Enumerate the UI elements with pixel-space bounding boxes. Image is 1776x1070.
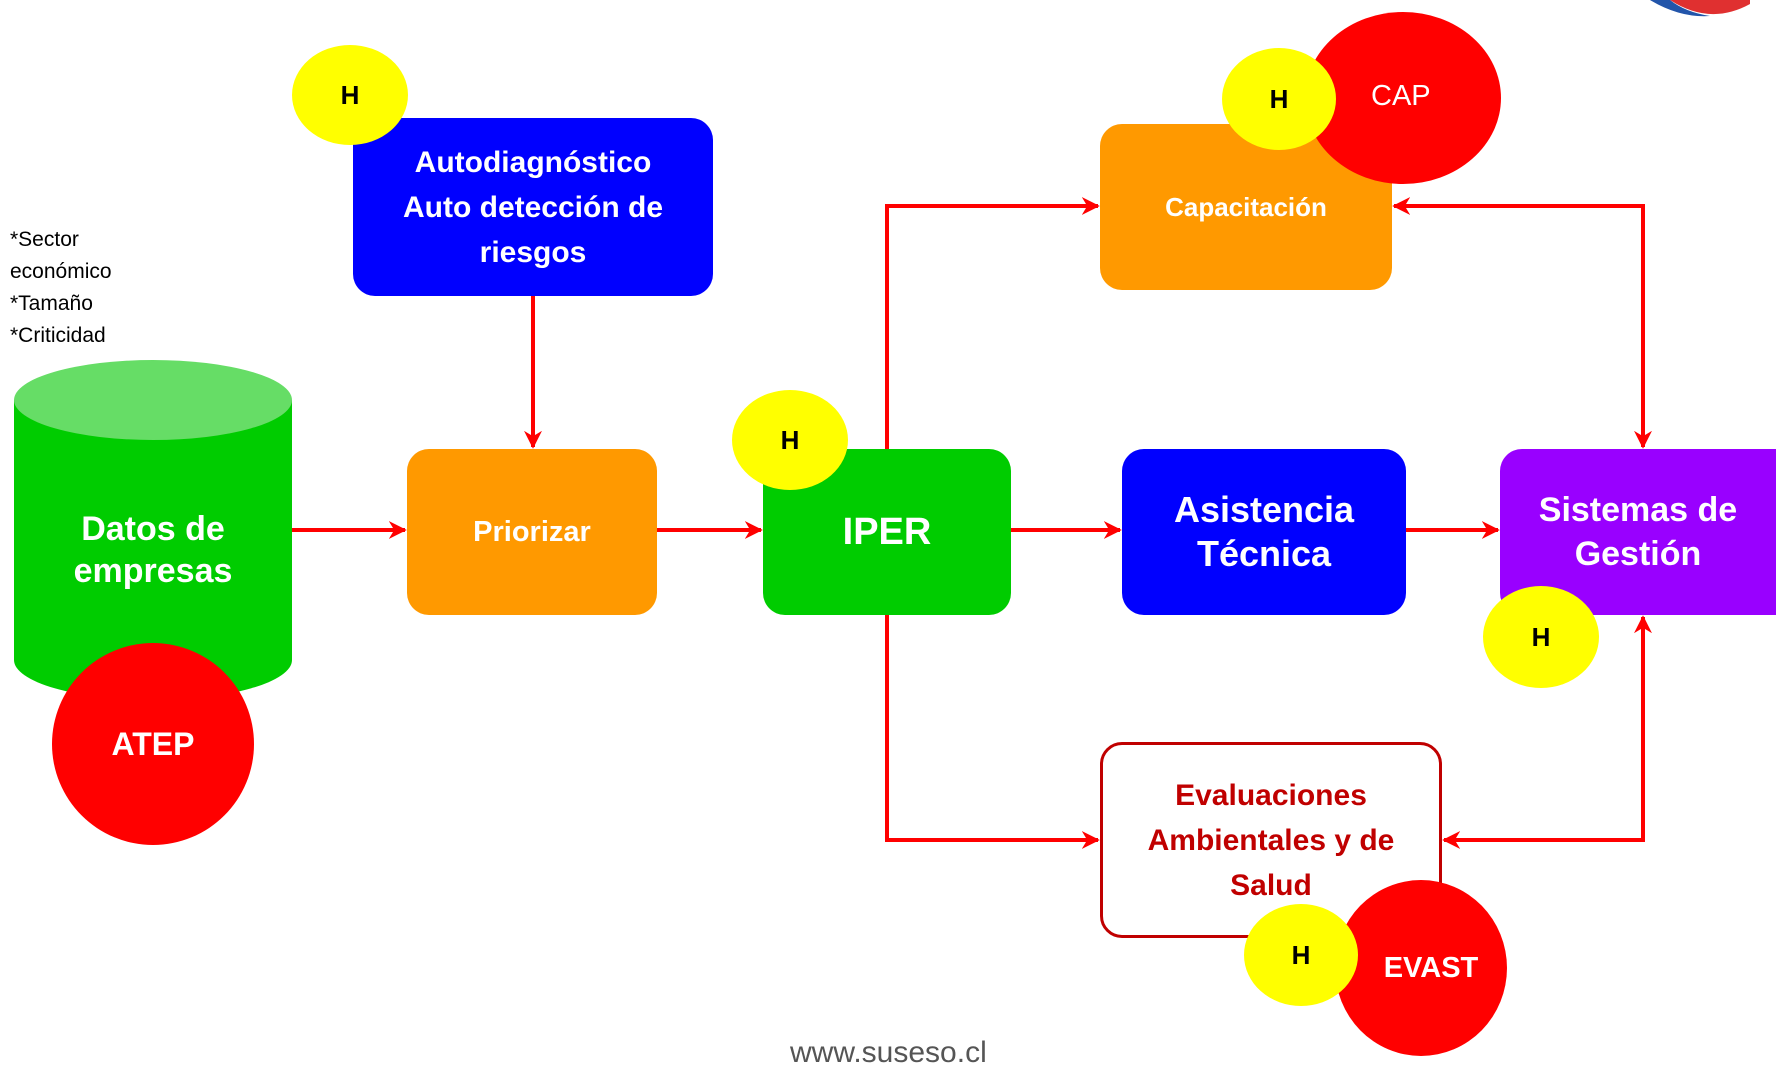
cylinder-body (14, 400, 292, 660)
h-badge-evaluaciones: H (1244, 904, 1358, 1006)
arrow-capacitacion-sistemas (1392, 197, 1652, 449)
note-line: *Criticidad (10, 324, 106, 347)
h-badge-capacitacion: H (1222, 48, 1336, 150)
autodiagnostico-box: Autodiagnóstico Auto detección de riesgo… (353, 118, 713, 296)
note-line: *Sector (10, 228, 79, 251)
evast-label: EVAST (1383, 951, 1479, 984)
arrow-evaluaciones-sistemas (1442, 615, 1652, 849)
cap-label: CAP (1371, 80, 1431, 112)
cylinder-label: Datos de empresas (73, 510, 233, 590)
asistencia-tecnica-box: Asistencia Técnica (1122, 449, 1406, 615)
arrow-iper-to-capacitacion (885, 197, 1100, 449)
note-line: *Tamaño (10, 292, 93, 315)
cylinder-top (14, 360, 292, 440)
cap-circle: CAP (1305, 12, 1501, 184)
h-badge-autodiagnostico: H (292, 45, 408, 145)
arrow-iper-to-evaluaciones (885, 615, 1100, 849)
logo-fragment (1650, 0, 1750, 17)
company-criteria-note: *Sector económico *Tamaño *Criticidad (10, 224, 112, 352)
h-badge-iper: H (732, 390, 848, 490)
atep-label: ATEP (111, 725, 195, 762)
evast-circle: EVAST (1335, 880, 1507, 1056)
note-line: económico (10, 260, 112, 283)
priorizar-box: Priorizar (407, 449, 657, 615)
atep-circle: ATEP (52, 643, 254, 845)
footer-url[interactable]: www.suseso.cl (790, 1036, 987, 1069)
